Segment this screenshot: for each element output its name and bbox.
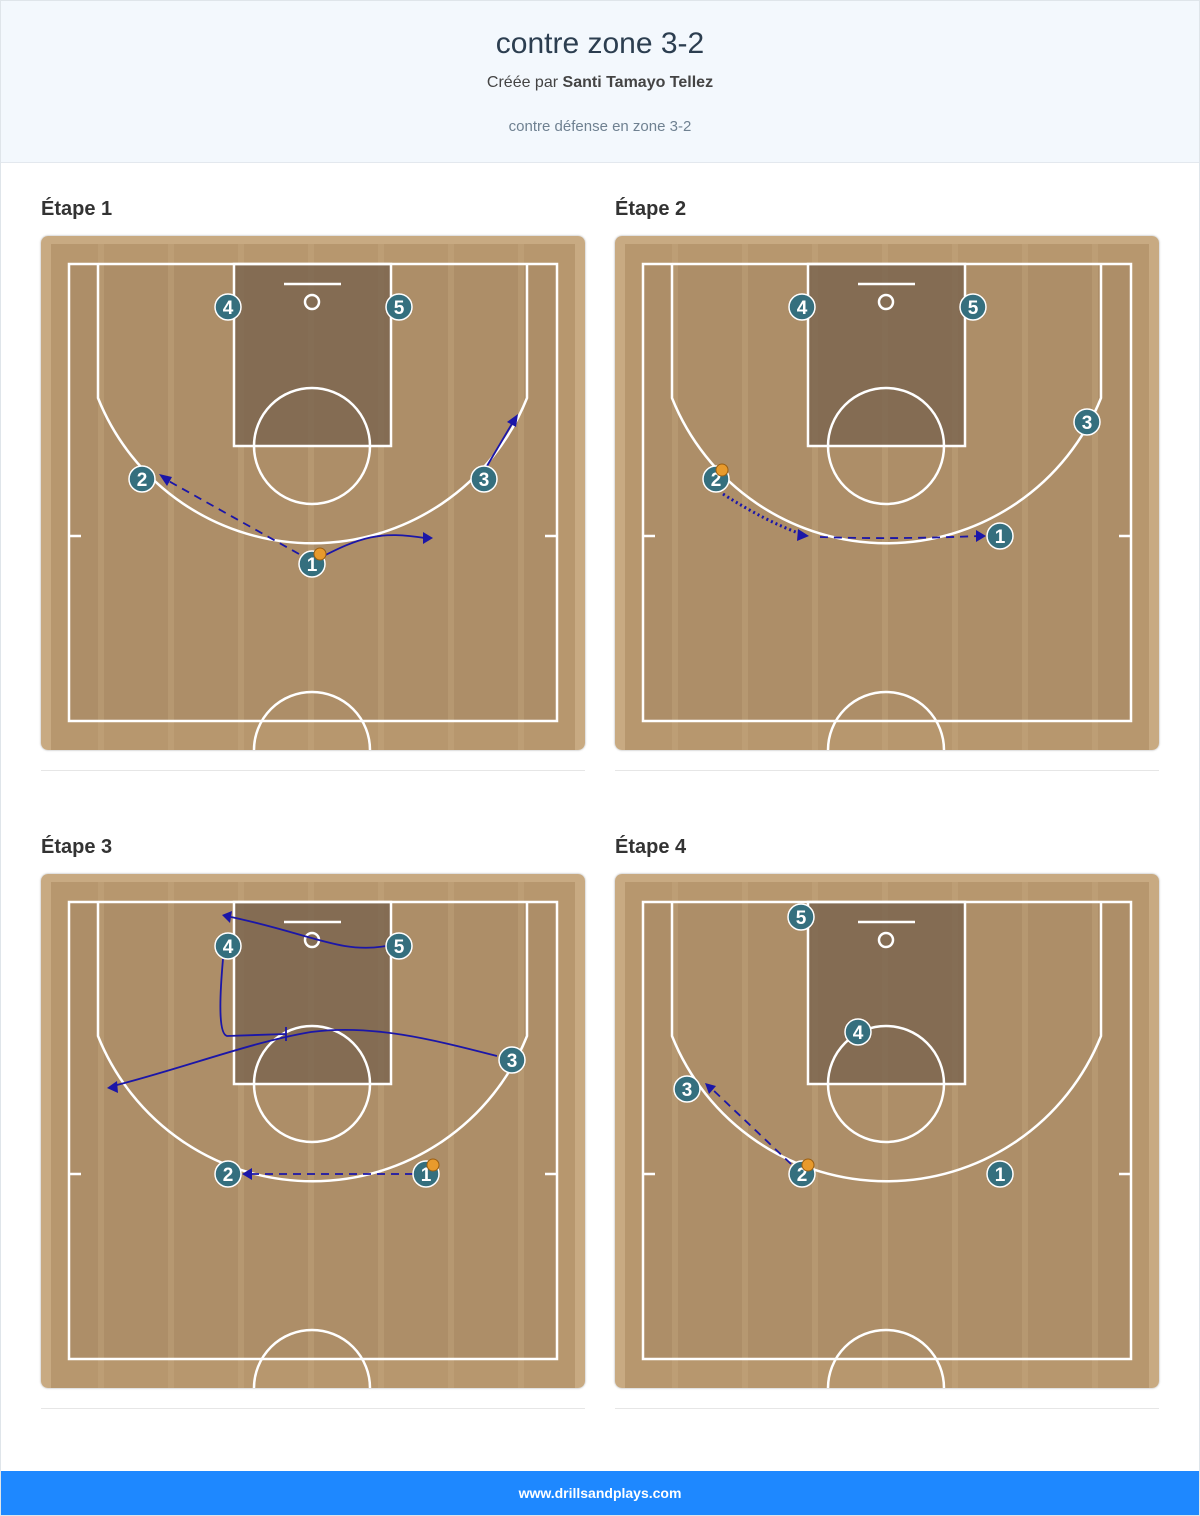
play-actions <box>107 911 498 1180</box>
pass-line <box>711 1088 792 1165</box>
player-5[interactable]: 5 <box>385 293 413 321</box>
divider <box>41 1408 585 1409</box>
svg-text:4: 4 <box>223 298 234 319</box>
svg-text:2: 2 <box>797 1165 808 1186</box>
step-title: Étape 4 <box>615 836 687 858</box>
court-diagram: 1 2 3 4 5 <box>615 874 1159 1388</box>
author-line: Créée par Santi Tamayo Tellez <box>1 74 1199 92</box>
step-1: Étape 1 <box>41 198 585 771</box>
cut-path-3 <box>112 1028 498 1087</box>
dribble-path <box>722 492 802 536</box>
svg-text:1: 1 <box>307 555 318 576</box>
player-1[interactable]: 1 <box>298 547 327 578</box>
play-actions <box>705 1083 792 1165</box>
svg-text:1: 1 <box>995 527 1006 548</box>
ball-icon <box>715 463 729 477</box>
player-2[interactable]: 2 <box>214 1160 242 1188</box>
player-2[interactable]: 2 <box>128 465 156 493</box>
site-link[interactable]: www.drillsandplays.com <box>518 1485 682 1501</box>
player-4[interactable]: 4 <box>788 293 816 321</box>
svg-text:2: 2 <box>223 1165 234 1186</box>
players: 1 2 3 4 5 <box>214 932 526 1188</box>
svg-text:5: 5 <box>394 298 405 319</box>
player-3[interactable]: 3 <box>470 465 498 493</box>
svg-text:5: 5 <box>968 298 979 319</box>
svg-text:4: 4 <box>797 298 808 319</box>
dribble-path <box>315 534 426 561</box>
player-4[interactable]: 4 <box>214 293 242 321</box>
player-5[interactable]: 5 <box>787 903 815 931</box>
players: 1 2 3 4 5 <box>673 903 1014 1188</box>
svg-text:1: 1 <box>421 1165 432 1186</box>
court-base <box>615 236 1159 750</box>
svg-text:1: 1 <box>995 1165 1006 1186</box>
page-title: contre zone 3-2 <box>495 27 705 60</box>
player-3[interactable]: 3 <box>673 1075 701 1103</box>
player-1[interactable]: 1 <box>986 522 1014 550</box>
footer: www.drillsandplays.com <box>1 1471 1199 1515</box>
author-prefix: Créée par <box>486 74 559 91</box>
svg-text:4: 4 <box>853 1023 864 1044</box>
player-5[interactable]: 5 <box>385 932 413 960</box>
author-name: Santi Tamayo Tellez <box>562 74 714 91</box>
court-diagram: 1 2 3 4 5 <box>615 236 1159 750</box>
step-3: Étape 3 <box>41 836 585 1409</box>
players: 1 2 3 4 5 <box>128 293 498 578</box>
ball-icon <box>426 1158 440 1172</box>
cut-path-5 <box>230 916 387 949</box>
court-base <box>615 874 1159 1388</box>
screen-path-4 <box>219 958 287 1037</box>
step-title: Étape 1 <box>41 198 113 220</box>
player-4[interactable]: 4 <box>844 1018 872 1046</box>
court-diagram: 1 2 3 4 5 <box>41 874 585 1388</box>
player-3[interactable]: 3 <box>498 1046 526 1074</box>
ball-icon <box>313 547 327 561</box>
svg-text:3: 3 <box>507 1051 518 1072</box>
player-1[interactable]: 1 <box>412 1158 440 1188</box>
divider <box>615 770 1159 771</box>
step-2: Étape 2 <box>615 198 1159 771</box>
player-5[interactable]: 5 <box>959 293 987 321</box>
step-4: Étape 4 <box>615 836 1159 1409</box>
step-title: Étape 3 <box>41 836 113 858</box>
step-title: Étape 2 <box>615 198 687 220</box>
svg-text:3: 3 <box>1082 413 1093 434</box>
svg-text:3: 3 <box>682 1080 693 1101</box>
divider <box>615 1408 1159 1409</box>
player-1[interactable]: 1 <box>986 1160 1014 1188</box>
svg-text:5: 5 <box>394 937 405 958</box>
pass-line <box>819 535 980 539</box>
svg-text:3: 3 <box>479 470 490 491</box>
players: 1 2 3 4 5 <box>702 293 1101 550</box>
cut-path <box>486 421 514 467</box>
svg-text:5: 5 <box>796 908 807 929</box>
ball-icon <box>801 1158 815 1172</box>
header: contre zone 3-2 Créée par Santi Tamayo T… <box>1 1 1199 163</box>
divider <box>41 770 585 771</box>
court-diagram: 1 2 3 4 5 <box>41 236 585 750</box>
pass-line <box>164 478 300 555</box>
court-base <box>41 874 585 1388</box>
player-4[interactable]: 4 <box>214 932 242 960</box>
player-3[interactable]: 3 <box>1073 408 1101 436</box>
svg-text:4: 4 <box>223 937 234 958</box>
player-2[interactable]: 2 <box>702 463 730 493</box>
svg-text:2: 2 <box>711 470 722 491</box>
play-description: contre défense en zone 3-2 <box>508 118 692 135</box>
court-base <box>41 236 585 750</box>
svg-text:2: 2 <box>137 470 148 491</box>
play-actions <box>159 414 518 561</box>
play-actions <box>722 492 986 542</box>
player-2[interactable]: 2 <box>788 1158 816 1188</box>
